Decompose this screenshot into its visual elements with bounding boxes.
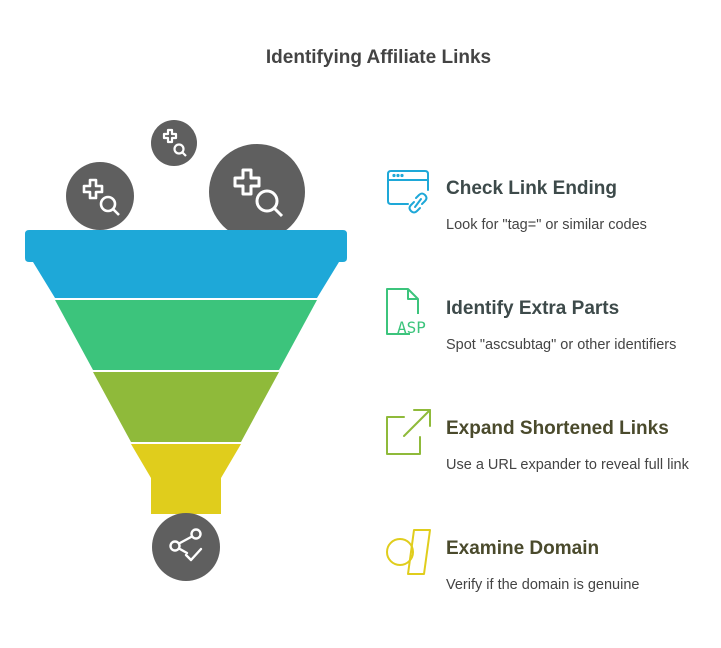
diagram-title: Identifying Affiliate Links (265, 47, 492, 68)
step-description: Spot "ascsubtag" or other identifiers (446, 337, 677, 353)
funnel-band-blue (25, 230, 347, 262)
medical-search-icon (151, 120, 197, 166)
asp-file-icon-label: ASP (397, 318, 426, 336)
step-heading: Examine Domain (446, 538, 600, 559)
external-link-icon (386, 409, 431, 455)
step-description: Use a URL expander to reveal full link (446, 457, 689, 473)
share-check-icon (152, 513, 220, 581)
asp-file-icon: ASP (386, 288, 426, 336)
step-description: Look for "tag=" or similar codes (446, 217, 647, 233)
domain-icon (386, 529, 431, 575)
medical-search-icon (209, 144, 305, 240)
funnel-band-green (55, 300, 317, 370)
medical-search-icon (66, 162, 134, 230)
funnel-band-blue-taper (33, 262, 339, 298)
step-heading: Identify Extra Parts (446, 298, 620, 319)
step-heading: Check Link Ending (446, 178, 618, 199)
funnel-band-yellow (131, 444, 241, 514)
step-heading: Expand Shortened Links (446, 418, 669, 439)
funnel-band-olive (93, 372, 279, 442)
step-description: Verify if the domain is genuine (446, 577, 640, 593)
browser-link-icon (387, 170, 429, 214)
